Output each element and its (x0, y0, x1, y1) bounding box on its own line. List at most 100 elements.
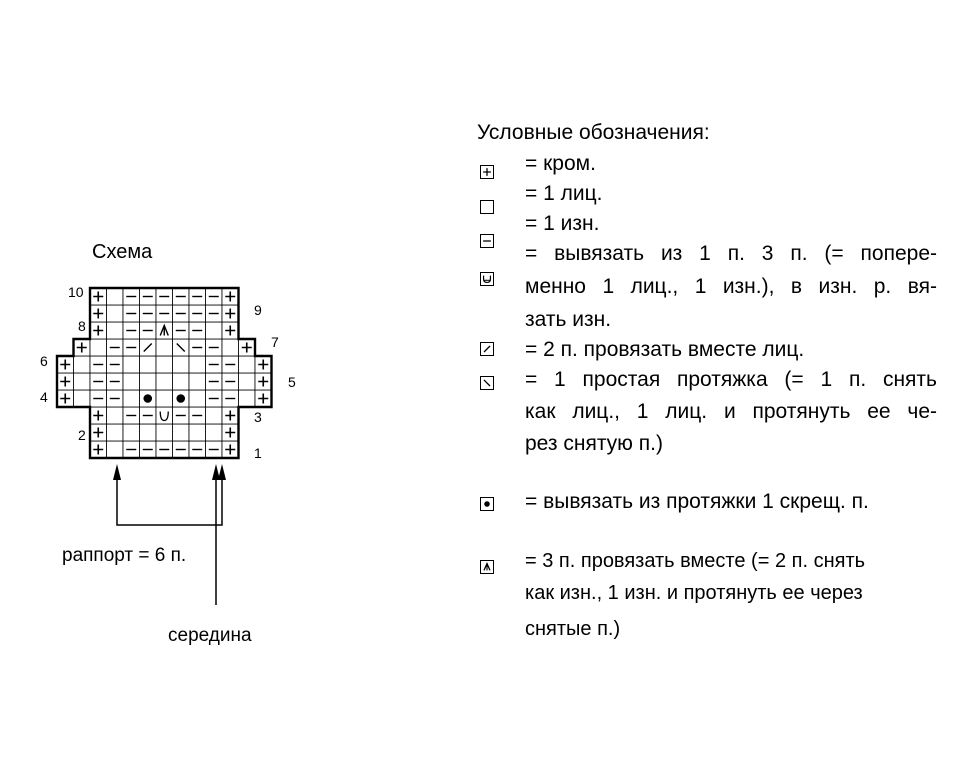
chart-cell (188, 355, 206, 374)
row-number-7: 7 (271, 334, 279, 350)
crossed-stitch-mark (176, 394, 186, 403)
edge-stitch-mark (225, 325, 236, 336)
edge-stitch-mark (225, 291, 236, 302)
chart-cell (106, 287, 124, 306)
dot-box-icon (480, 497, 494, 511)
chart-cell (188, 372, 206, 391)
k2tog-stitch-mark (143, 343, 153, 352)
chart-title: Схема (92, 241, 153, 263)
chart-cell (155, 423, 173, 442)
edge-stitch-mark (258, 359, 269, 370)
chart-cell (122, 355, 140, 374)
legend-item-edge: = кром. (525, 152, 596, 175)
legend-item-ssk-line-1: = 1 простая протяжка (= 1 п. снять (525, 368, 937, 391)
legend-item-ssk-line-2: как лиц., 1 лиц. и протянуть ее че- (525, 400, 937, 423)
chart-cell (106, 304, 124, 323)
edge-stitch-mark (93, 427, 104, 438)
crossed-stitch-mark (143, 394, 153, 403)
minus-box-icon (480, 234, 494, 248)
caret-box-icon (480, 560, 494, 574)
chart-cell (122, 423, 140, 442)
rapport-bracket (116, 472, 223, 526)
middle-arrow (212, 464, 220, 480)
legend-item-k3tog-line-2: как изн., 1 изн. и протянуть ее через (525, 582, 863, 604)
row-number-6: 6 (40, 353, 48, 369)
edge-stitch-mark (93, 308, 104, 319)
empty-box-icon (480, 200, 494, 214)
row-number-9: 9 (254, 302, 262, 318)
edge-stitch-mark (258, 376, 269, 387)
chart-cell (73, 372, 91, 391)
legend-item-crossed: = вывязать из протяжки 1 скрещ. п. (525, 490, 869, 513)
chart-cell (155, 338, 173, 357)
edge-stitch-mark (225, 410, 236, 421)
edge-stitch-mark (60, 376, 71, 387)
chart-cell (155, 406, 173, 425)
legend-item-k3tog-line-3: снятые п.) (525, 618, 621, 640)
chart-cell (205, 321, 223, 340)
edge-stitch-mark (225, 308, 236, 319)
chart-cell (106, 406, 124, 425)
chart-cell (139, 423, 157, 442)
chart-cell (122, 372, 140, 391)
chart-cell (188, 423, 206, 442)
chart-cell (73, 389, 91, 408)
legend-item-purl: = 1 изн. (525, 212, 600, 235)
row-number-10: 10 (68, 284, 84, 300)
chart-cell (106, 440, 124, 459)
chart-cell (188, 389, 206, 408)
edge-stitch-mark (225, 427, 236, 438)
chart-cell (106, 321, 124, 340)
chart-cell (221, 338, 239, 357)
legend-item-increase-line-3: зать изн. (525, 308, 612, 331)
row-number-4: 4 (40, 389, 48, 405)
chart-cell (155, 389, 173, 408)
slash-box-icon (480, 342, 494, 356)
edge-stitch-mark (258, 393, 269, 404)
plus-box-icon (480, 165, 494, 179)
chart-cell (139, 372, 157, 391)
chart-cell (172, 423, 190, 442)
edge-stitch-mark (93, 291, 104, 302)
legend-item-increase-line-1: = вывязать из 1 п. 3 п. (= попере- (525, 242, 937, 265)
edge-stitch-mark (76, 342, 87, 353)
legend-item-increase-line-2: менно 1 лиц., 1 изн.), в изн. р. вя- (525, 275, 937, 298)
chart-cell (172, 355, 190, 374)
edge-stitch-mark (241, 342, 252, 353)
edge-stitch-mark (93, 444, 104, 455)
middle-label: середина (168, 625, 252, 646)
cup-box-icon (480, 272, 494, 286)
chart-cell (89, 338, 107, 357)
backslash-box-icon (480, 376, 494, 390)
edge-stitch-mark (93, 325, 104, 336)
chart-cell (155, 372, 173, 391)
chart-cell (73, 355, 91, 374)
row-number-8: 8 (78, 318, 86, 334)
chart-cell (106, 423, 124, 442)
legend-title: Условные обозначения: (477, 121, 710, 144)
edge-stitch-mark (225, 444, 236, 455)
row-number-2: 2 (78, 427, 86, 443)
chart-cell (139, 355, 157, 374)
increase-stitch-mark (159, 411, 169, 422)
edge-stitch-mark (60, 359, 71, 370)
chart-cell (205, 406, 223, 425)
row-number-3: 3 (254, 409, 262, 425)
edge-stitch-mark (60, 393, 71, 404)
edge-stitch-mark (93, 410, 104, 421)
chart-outline (55, 286, 273, 460)
ssk-stitch-mark (176, 343, 186, 352)
chart-cell (155, 355, 173, 374)
row-number-1: 1 (254, 445, 262, 461)
k3tog-stitch-mark (159, 323, 169, 336)
chart-cell (238, 372, 256, 391)
chart-cell (238, 389, 256, 408)
row-number-5: 5 (288, 374, 296, 390)
rapport-label: раппорт = 6 п. (62, 545, 187, 566)
rapport-end-arrow (218, 464, 226, 480)
legend-item-ssk-line-3: рез снятую п.) (525, 432, 663, 455)
chart-cell (122, 389, 140, 408)
legend-item-knit: = 1 лиц. (525, 182, 603, 205)
chart-cell (238, 355, 256, 374)
